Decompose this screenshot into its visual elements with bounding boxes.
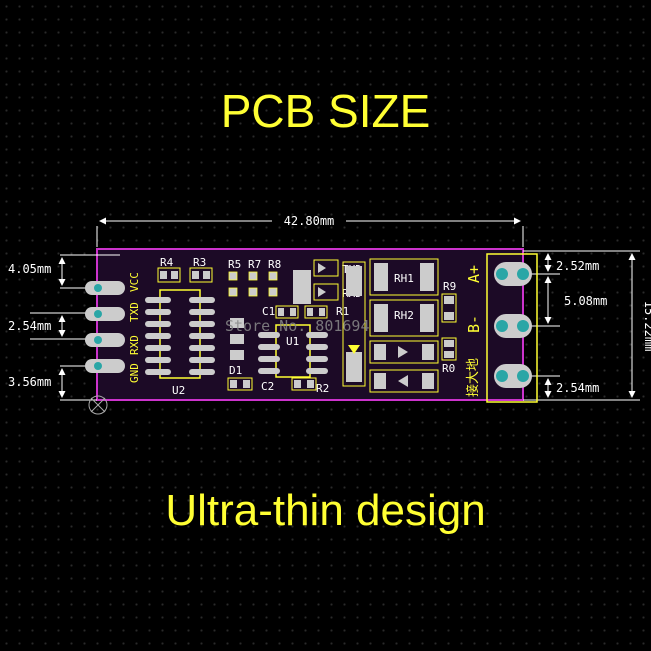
dimension-left-pitch-label: 2.54mm [8, 319, 51, 333]
label-r5: R5 [228, 258, 241, 271]
tvs-diodes [369, 340, 439, 393]
chip-u1: U1 [230, 318, 328, 378]
terminal-labels: A+ B- 接大地 [465, 265, 483, 397]
resistors-r5-r7-r8: R5 R7 R8 [228, 258, 311, 304]
resistors-r4-r3: R4 R3 [157, 256, 213, 283]
pin-label-rxd: RXD [128, 335, 141, 355]
tagline: Ultra-thin design [165, 486, 486, 535]
dimension-height-label: 15.22mm [642, 301, 651, 352]
label-r0: R0 [442, 362, 455, 375]
label-r8: R8 [268, 258, 281, 271]
label-r3: R3 [193, 256, 206, 269]
label-u1: U1 [286, 335, 299, 348]
parts-d1-c2-r2: D1 C2 R2 [227, 364, 329, 395]
protection-diodes [342, 261, 366, 387]
pin-label-txd: TXD [128, 302, 141, 322]
label-a-plus: A+ [465, 265, 483, 283]
screw-terminal [486, 253, 538, 403]
dimension-length: 42.80mm [96, 214, 524, 247]
label-d1: D1 [229, 364, 242, 377]
dimension-left-bottom-label: 3.56mm [8, 375, 51, 389]
label-r4: R4 [160, 256, 174, 269]
dimension-right-top-label: 2.52mm [556, 259, 599, 273]
watermark: Store No. 801694 [225, 317, 370, 335]
label-r9: R9 [443, 280, 456, 293]
dimension-right-bottom-label: 2.54mm [556, 381, 599, 395]
label-r2: R2 [316, 382, 329, 395]
fuses-rh1-rh2: RH1 RH2 [369, 258, 439, 337]
label-rh2: RH2 [394, 309, 414, 322]
dimension-left: 4.05mm 2.54mm 3.56mm [8, 254, 120, 401]
pin-labels-left: VCC TXD RXD GND [128, 272, 141, 383]
dimension-left-top-label: 4.05mm [8, 262, 51, 276]
header-pins-left [85, 281, 125, 415]
page-title: PCB SIZE [220, 85, 431, 137]
label-rh1: RH1 [394, 272, 414, 285]
pin-label-vcc: VCC [128, 272, 141, 292]
label-ground: 接大地 [465, 358, 481, 397]
label-r7: R7 [248, 258, 261, 271]
label-c1: C1 [262, 305, 275, 318]
dimension-length-label: 42.80mm [284, 214, 335, 228]
label-b-minus: B- [465, 315, 483, 333]
dimension-right-pitch-label: 5.08mm [564, 294, 607, 308]
caps-c1-r1: C1 R1 [262, 305, 349, 319]
resistors-r9-r0: R9 R0 [441, 280, 457, 375]
label-u2: U2 [172, 384, 185, 397]
label-c2: C2 [261, 380, 274, 393]
chip-u2: U2 [145, 289, 215, 397]
pin-label-gnd: GND [128, 363, 141, 383]
